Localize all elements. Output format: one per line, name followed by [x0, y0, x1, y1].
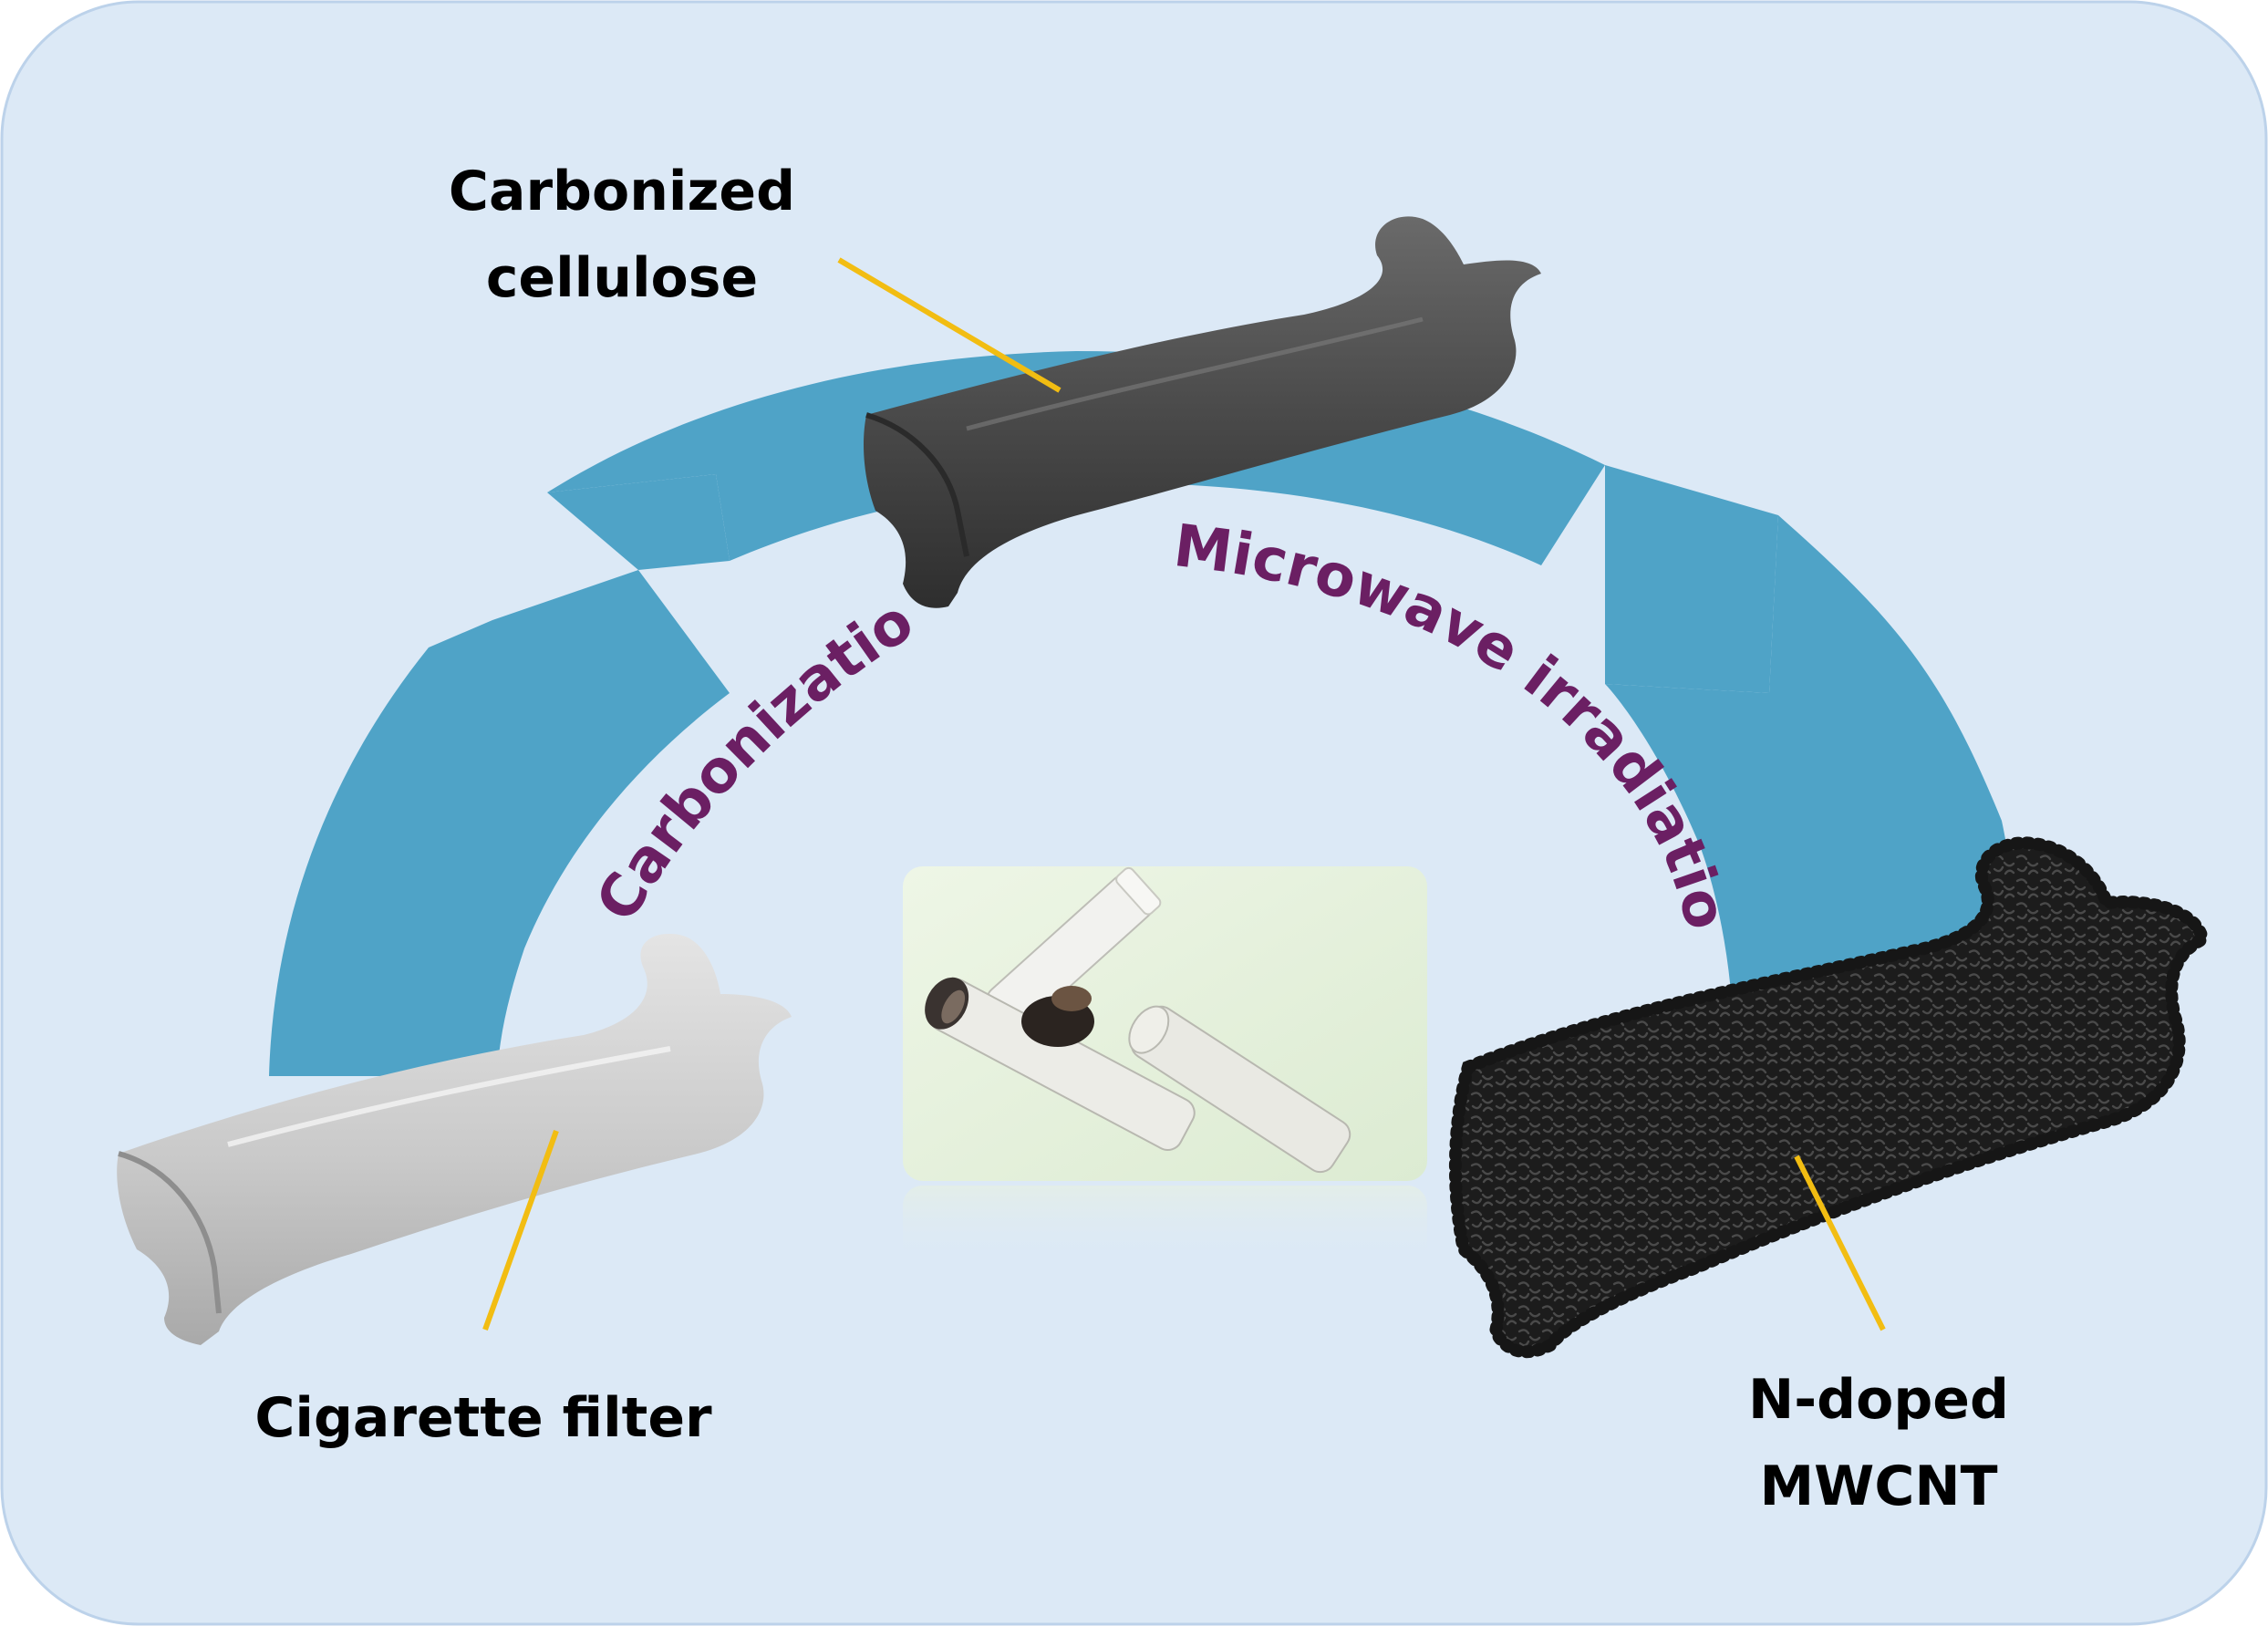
cigarette-butts-photo — [903, 866, 1427, 1268]
grey-tube-icon — [117, 934, 792, 1345]
arc-arrow-left — [269, 570, 730, 1076]
carbonized-cellulose-label-line2: cellulose — [486, 246, 758, 310]
cigarette-filter-label: Cigarette filter — [254, 1386, 712, 1450]
arc-arrow-middle-tail — [547, 474, 730, 570]
n-doped-mwcnt-label-line1: N-doped — [1748, 1368, 2009, 1432]
leader-line-mwcnt — [1794, 1155, 1886, 1331]
arc-arrow-right-head — [1605, 465, 1778, 693]
arc-arrow-right — [1605, 515, 2029, 1076]
leader-line-filter — [482, 1129, 559, 1331]
leader-line-carbonized — [837, 257, 1062, 393]
dark-tube-icon — [864, 216, 1541, 608]
carbonized-cellulose-label-line1: Carbonized — [449, 160, 795, 223]
n-doped-mwcnt-label-line2: MWCNT — [1759, 1455, 1997, 1518]
fuzzy-tube-icon — [1448, 836, 2210, 1359]
